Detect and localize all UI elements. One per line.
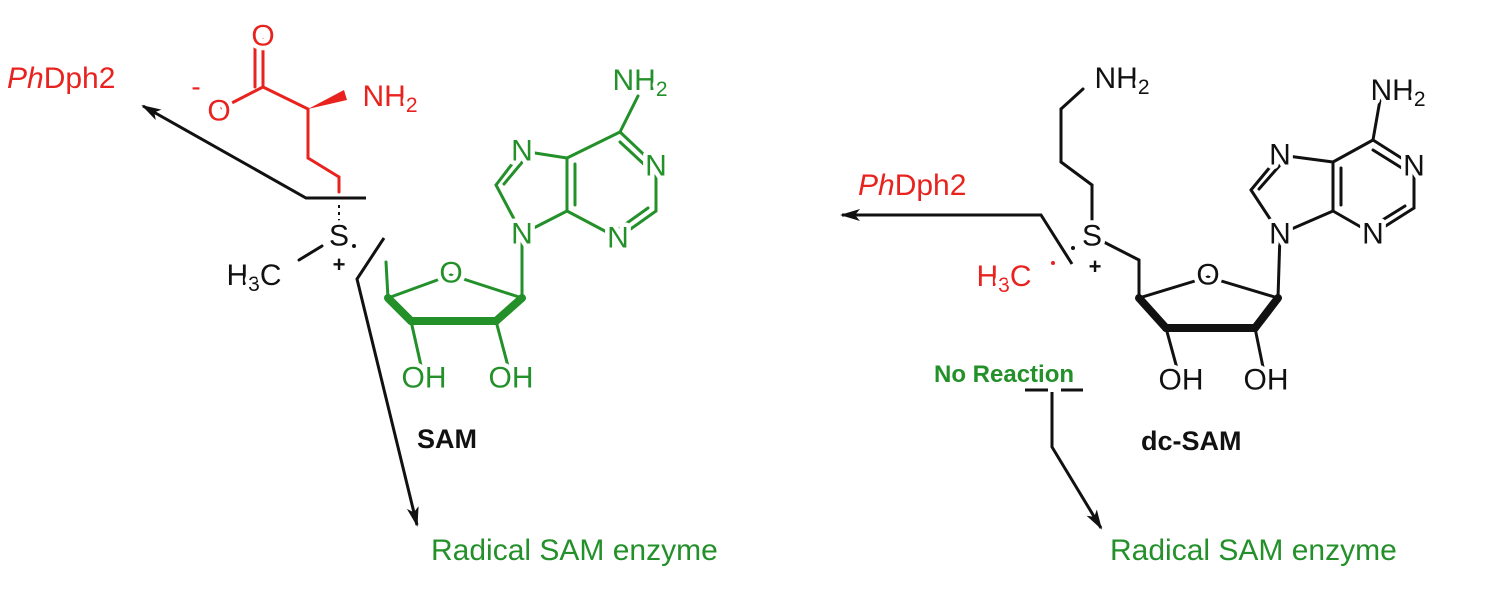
radical-dot — [1071, 246, 1075, 250]
adenine-n7: N — [511, 135, 533, 168]
adenine-n1: N — [1403, 150, 1425, 183]
arrow-to-phdph2 — [141, 104, 366, 200]
methyl-group: H3C — [226, 259, 281, 296]
dcsam-adenine-bonds — [1249, 98, 1416, 236]
adenine-n7: N — [1269, 139, 1291, 172]
ribose-oxygen: O — [439, 257, 462, 290]
arrow-to-radical-sam — [355, 237, 419, 527]
minus-charge: - — [191, 71, 200, 102]
no-reaction-label: No Reaction — [934, 361, 1074, 388]
phdph2-label: PhDph2 — [858, 169, 966, 202]
sam-ribose-bonds — [384, 232, 526, 372]
adenine-amino: NH2 — [1370, 74, 1425, 111]
dcsam-ribose-bonds — [1135, 232, 1282, 374]
adenine-n3: N — [607, 222, 629, 255]
adenine-n9: N — [1269, 218, 1291, 251]
sam-name: SAM — [417, 424, 477, 454]
carboxylate-oxygen: O — [207, 95, 230, 128]
sam-aminoacid-bonds — [220, 38, 341, 194]
radical-dot — [352, 244, 356, 248]
c5-bond — [384, 260, 390, 300]
sam-molecule: O O - NH2 S + H3C O OH OH N N N N NH2 Ph… — [7, 15, 718, 567]
dcsam-name: dc-SAM — [1141, 426, 1242, 456]
carbonyl-oxygen: O — [251, 20, 274, 53]
plus-charge: + — [1089, 254, 1102, 279]
arrow-to-radical-sam — [1050, 392, 1103, 530]
methyl-group: H3C — [976, 260, 1031, 297]
radical-sam-enzyme-label: Radical SAM enzyme — [431, 534, 718, 567]
sulfonium-sulfur: S — [329, 220, 349, 253]
phdph2-label: PhDph2 — [7, 62, 115, 95]
dcsam-chain-bonds — [1059, 87, 1141, 300]
adenine-n1: N — [645, 150, 667, 183]
adenine-n3: N — [1362, 218, 1384, 251]
ribose-oxygen: O — [1196, 259, 1219, 292]
plus-charge: + — [333, 252, 346, 277]
dcsam-molecule: NH2 S + H3C O OH OH N N N N NH2 PhDph2 N… — [840, 57, 1430, 567]
wedge-bond — [308, 90, 347, 109]
sam-adenine-bonds — [494, 94, 658, 240]
arrow-to-phdph2 — [840, 209, 1074, 265]
radical-sam-enzyme-label: Radical SAM enzyme — [1110, 534, 1397, 567]
hydroxyl-3: OH — [402, 362, 447, 395]
methyl-radical-dot — [1051, 261, 1055, 265]
adenine-amino: NH2 — [612, 64, 667, 101]
sulfonium-sulfur: S — [1082, 220, 1102, 253]
methyl-bond — [297, 244, 324, 262]
amino-group: NH2 — [362, 80, 417, 117]
amino-group: NH2 — [1094, 62, 1149, 99]
hydroxyl-2: OH — [489, 362, 534, 395]
adenine-n9: N — [511, 218, 533, 251]
hydroxyl-3: OH — [1159, 364, 1204, 397]
hydroxyl-2: OH — [1244, 364, 1289, 397]
